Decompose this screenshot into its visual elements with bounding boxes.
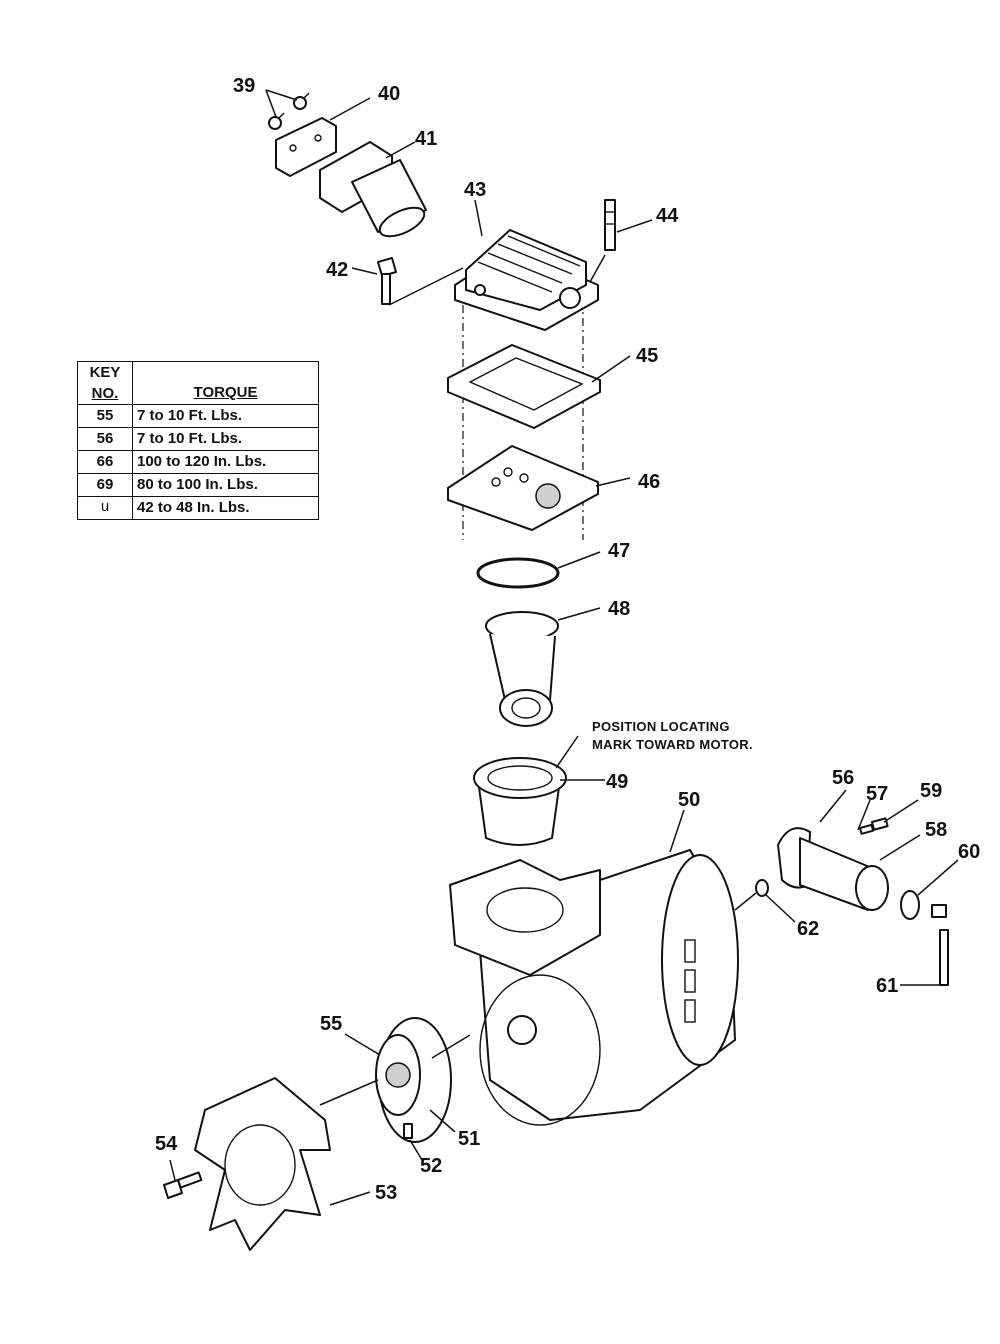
part-41-intake-filter (319, 141, 427, 238)
label-56: 56 (832, 767, 854, 789)
torque-cell: 42 to 48 In. Lbs. (132, 496, 319, 520)
key-no-header: KEY NO. (77, 361, 133, 405)
note-line-1: POSITION LOCATING (592, 719, 730, 734)
part-42-bolt (377, 257, 397, 305)
key-cell: 66 (77, 450, 133, 474)
part-54-bolt (163, 1171, 203, 1199)
label-62: 62 (797, 918, 819, 940)
key-cell: u (77, 496, 133, 520)
table-row: u 42 to 48 In. Lbs. (77, 496, 319, 520)
part-49-cylinder-sleeve (473, 757, 567, 846)
part-44-fitting (604, 199, 616, 251)
label-46: 46 (638, 471, 660, 493)
part-52-set-screw (403, 1123, 413, 1139)
torque-header: TORQUE (132, 361, 319, 405)
label-53: 53 (375, 1182, 397, 1204)
torque-cell: 100 to 120 In. Lbs. (132, 450, 319, 474)
table-row: 69 80 to 100 In. Lbs. (77, 473, 319, 497)
table-row: 56 7 to 10 Ft. Lbs. (77, 427, 319, 451)
label-60: 60 (958, 841, 980, 863)
part-46-valve-plate (447, 445, 599, 531)
key-cell: 56 (77, 427, 133, 451)
table-row: 66 100 to 120 In. Lbs. (77, 450, 319, 474)
label-44: 44 (656, 205, 679, 227)
part-62-washer (755, 879, 769, 897)
key-cell: 55 (77, 404, 133, 428)
part-39-screws (268, 92, 310, 130)
part-61-pin (931, 904, 949, 986)
part-47-o-ring (476, 557, 560, 589)
label-51: 51 (458, 1128, 480, 1150)
part-60-washer (900, 890, 920, 920)
part-40-cover-plate (275, 117, 337, 177)
label-61: 61 (876, 975, 898, 997)
label-40: 40 (378, 83, 400, 105)
torque-cell: 7 to 10 Ft. Lbs. (132, 427, 319, 451)
key-cell: 69 (77, 473, 133, 497)
label-57: 57 (866, 783, 888, 805)
label-39: 39 (233, 75, 255, 97)
part-56-end-cap (777, 827, 889, 911)
label-59: 59 (920, 780, 942, 802)
label-50: 50 (678, 789, 700, 811)
note-line-2: MARK TOWARD MOTOR. (592, 737, 753, 752)
part-59-screw (871, 817, 889, 831)
torque-table-header: KEY NO. TORQUE (77, 361, 319, 405)
torque-cell: 80 to 100 In. Lbs. (132, 473, 319, 497)
label-54: 54 (155, 1133, 178, 1155)
part-45-gasket (447, 344, 601, 429)
label-52: 52 (420, 1155, 442, 1177)
leader-lines (169, 89, 959, 1206)
label-41: 41 (415, 128, 437, 150)
part-53-fan (194, 1077, 331, 1251)
part-51-pulley (375, 1017, 452, 1143)
torque-cell: 7 to 10 Ft. Lbs. (132, 404, 319, 428)
part-50-motor-crankcase (449, 849, 739, 1126)
label-49: 49 (606, 771, 628, 793)
label-43: 43 (464, 179, 486, 201)
torque-table: KEY NO. TORQUE 55 7 to 10 Ft. Lbs. 56 7 … (77, 361, 319, 520)
label-47: 47 (608, 540, 630, 562)
table-row: 55 7 to 10 Ft. Lbs. (77, 404, 319, 428)
part-57-screw (858, 823, 875, 835)
part-48-piston-rod (485, 611, 559, 727)
label-42: 42 (326, 259, 348, 281)
label-48: 48 (608, 598, 630, 620)
label-58: 58 (925, 819, 947, 841)
label-55: 55 (320, 1013, 342, 1035)
label-45: 45 (636, 345, 658, 367)
part-43-cylinder-head (454, 229, 599, 331)
